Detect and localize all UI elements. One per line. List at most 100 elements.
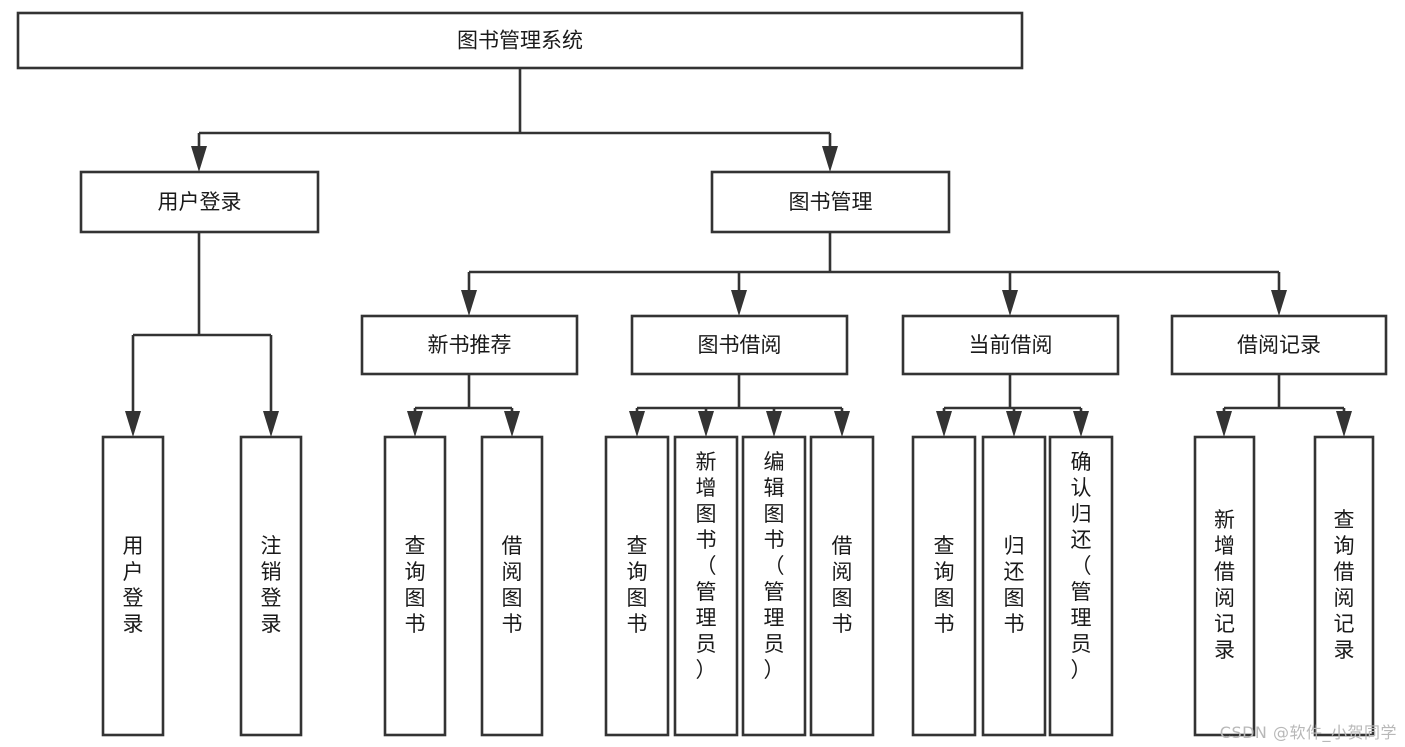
connector-group [1216, 374, 1352, 437]
node-current-borrow[interactable]: 当前借阅 [901, 314, 1120, 376]
node-label-char: 图 [1004, 586, 1025, 610]
node-box [1048, 435, 1114, 737]
node-label-char: 询 [627, 560, 648, 584]
node-label-char: 新 [1214, 508, 1235, 532]
node-label-char: 管 [764, 580, 785, 604]
node-box [630, 314, 849, 376]
node-label-char: 书 [934, 612, 955, 636]
node-label-char: 辑 [764, 476, 785, 500]
node-box [604, 435, 670, 737]
node-book-borrow[interactable]: 图书借阅 [630, 314, 849, 376]
node-box [16, 11, 1024, 70]
node-label: 当前借阅 [969, 333, 1053, 357]
node-box [1193, 435, 1256, 737]
node-label-char: 登 [261, 586, 282, 610]
node-label-char: 管 [1071, 580, 1092, 604]
node-label-char: 认 [1071, 476, 1092, 500]
node-label-char: 录 [1214, 638, 1235, 662]
node-label-char: 归 [1004, 534, 1025, 558]
node-label-char: 增 [696, 476, 717, 500]
connector-group [461, 232, 1287, 316]
node-label-char: 书 [627, 612, 648, 636]
node-box [809, 435, 875, 737]
node-label-char: 书 [832, 612, 853, 636]
node-box [1313, 435, 1375, 737]
node-label-char: 确 [1071, 450, 1092, 474]
node-label-char: 录 [261, 612, 282, 636]
node-borrow-record[interactable]: 借阅记录 [1170, 314, 1388, 376]
connector-group [629, 374, 850, 437]
node-label-char: 书 [764, 528, 785, 552]
node-box [360, 314, 579, 376]
node-label-char: 阅 [832, 560, 853, 584]
node-label-char: （ [764, 554, 785, 578]
node-box [101, 435, 165, 737]
node-box [741, 435, 807, 737]
node-book-manage[interactable]: 图书管理 [710, 170, 951, 234]
node-label-char: 图 [627, 586, 648, 610]
node-label-char: 登 [123, 586, 144, 610]
node-label-char: 管 [696, 580, 717, 604]
node-root[interactable]: 图书管理系统 [16, 11, 1024, 70]
node-new-book-rec[interactable]: 新书推荐 [360, 314, 579, 376]
node-label-char: 查 [934, 534, 955, 558]
node-box [239, 435, 303, 737]
node-label-char: 图 [696, 502, 717, 526]
node-leaf-user-login[interactable]: 用户登录 [101, 435, 165, 737]
node-box [480, 435, 544, 737]
node-label-char: 记 [1214, 612, 1235, 636]
node-label-char: 新 [696, 450, 717, 474]
node-label-char: 归 [1071, 502, 1092, 526]
node-label-char: 阅 [1214, 586, 1235, 610]
node-label-char: 询 [1334, 534, 1355, 558]
node-label-char: 询 [405, 560, 426, 584]
node-label: 图书管理 [789, 190, 873, 214]
node-label-char: （ [1071, 554, 1092, 578]
connector-layer [125, 68, 1352, 437]
node-label-char: 销 [261, 560, 282, 584]
node-label-char: 借 [502, 534, 523, 558]
node-label-char: 理 [1071, 606, 1092, 630]
node-label-char: 记 [1334, 612, 1355, 636]
connector-group [407, 374, 520, 437]
node-label-char: 查 [627, 534, 648, 558]
node-label-char: 查 [1334, 508, 1355, 532]
node-label: 图书管理系统 [457, 29, 583, 53]
node-label-char: 注 [261, 534, 282, 558]
node-label-char: 录 [1334, 638, 1355, 662]
node-label-char: 还 [1004, 560, 1025, 584]
node-user-login[interactable]: 用户登录 [79, 170, 320, 234]
connector-group [125, 232, 279, 437]
node-label-char: 录 [123, 612, 144, 636]
node-label-char: 还 [1071, 528, 1092, 552]
node-label-char: 理 [696, 606, 717, 630]
node-label: 图书借阅 [698, 333, 782, 357]
node-box [79, 170, 320, 234]
node-label-char: 图 [502, 586, 523, 610]
node-label-char: ） [764, 658, 785, 682]
node-box [901, 314, 1120, 376]
node-label: 借阅记录 [1237, 333, 1321, 357]
node-box [911, 435, 977, 737]
node-box [673, 435, 739, 737]
watermark-label: CSDN @软件_小贺同学 [1219, 723, 1397, 742]
node-label: 用户登录 [158, 190, 242, 214]
node-label-char: 图 [832, 586, 853, 610]
connector-group [936, 374, 1089, 437]
node-box [383, 435, 447, 737]
node-label-char: 员 [1071, 632, 1092, 656]
node-box [1170, 314, 1388, 376]
